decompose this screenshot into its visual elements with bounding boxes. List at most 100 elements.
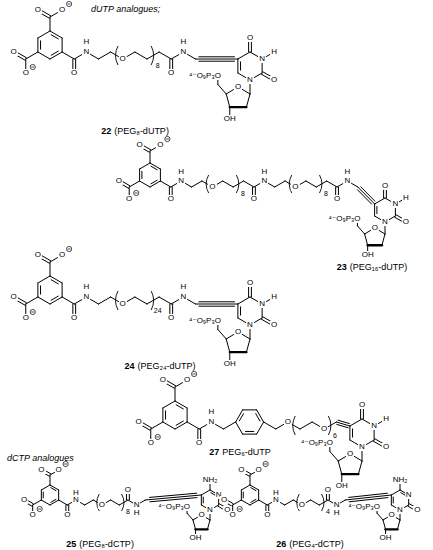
atom-label: H	[382, 415, 390, 423]
compound-number: 24	[124, 361, 134, 371]
atom-label: OH	[189, 534, 203, 542]
charge-symbol	[67, 1, 72, 6]
bond-line	[350, 419, 362, 426]
compound-caption: 23(PEG₁₆-dUTP)	[337, 263, 408, 272]
bond-line	[38, 31, 50, 38]
phosphate-label: ⁴⁻O₉P₃O	[347, 503, 381, 511]
atom-label: O	[255, 466, 263, 474]
atom-label: N	[82, 48, 90, 56]
atom-label: N	[179, 48, 187, 56]
atom-label: O	[70, 69, 78, 77]
atom-label: O	[246, 34, 254, 42]
bond-line	[285, 500, 294, 505]
atom-label: O	[197, 511, 205, 519]
bond-line	[377, 513, 383, 520]
atom-label: O	[234, 83, 242, 91]
atom-label: N	[258, 55, 266, 63]
charge-symbol	[156, 437, 159, 438]
charge-symbol	[155, 434, 160, 439]
atom-label: O	[270, 321, 278, 329]
bond-line	[175, 401, 187, 408]
bond-line	[358, 461, 362, 474]
bond-line	[241, 485, 250, 490]
atom-label: O	[183, 376, 191, 384]
charge-symbol	[193, 374, 196, 375]
compound-name: (PEG₂₄-dUTP)	[137, 361, 195, 371]
atom-label: O	[167, 195, 175, 203]
bond-line	[203, 497, 204, 503]
atom-label: O	[156, 141, 164, 149]
bond-line	[237, 304, 238, 318]
section-heading: dUTP analogues;	[90, 5, 161, 14]
compound-number: 23	[337, 262, 347, 272]
atom-label: O	[333, 195, 341, 203]
atom-label: O	[320, 425, 328, 433]
bond-line	[244, 181, 254, 187]
atom-label: NH₂	[202, 476, 219, 484]
bond-line	[199, 301, 235, 302]
atom-label: N	[392, 200, 400, 208]
bond-line	[58, 490, 59, 500]
bond-line	[187, 513, 193, 520]
bond-line	[250, 485, 259, 490]
bond-line	[243, 434, 257, 435]
bond-line	[135, 297, 147, 304]
bond-line	[175, 387, 176, 401]
atom-label: N	[179, 293, 187, 301]
bond-line	[264, 422, 276, 429]
bond-line	[241, 490, 242, 500]
bond-line	[201, 490, 210, 495]
bond-line	[257, 422, 264, 434]
atom-label: H	[333, 509, 341, 517]
phosphate-label: ⁴⁻O₉P₃O	[328, 215, 362, 223]
phosphate-label: ⁴⁻O₉P₃O	[188, 72, 222, 80]
atom-label: O	[237, 466, 245, 474]
bond-line	[40, 286, 41, 294]
atom-label: H	[179, 38, 187, 46]
repeat-count: 8	[323, 190, 329, 197]
atom-label: O	[371, 224, 379, 232]
bond-line	[358, 190, 372, 204]
bond-line	[38, 52, 50, 59]
bond-line	[383, 520, 386, 529]
bond-line	[230, 351, 247, 353]
bond-line	[365, 234, 368, 245]
bond-line	[352, 429, 353, 437]
bond-line	[238, 52, 250, 59]
bond-line	[150, 498, 197, 502]
bond-line	[41, 485, 50, 490]
bond-line	[192, 181, 202, 187]
atom-label: O	[147, 439, 155, 447]
bond-line	[151, 166, 157, 170]
bond-line	[50, 297, 62, 304]
bond-line	[199, 56, 235, 57]
bond-line	[236, 410, 243, 422]
atom-label: O	[270, 76, 278, 84]
bond-line	[50, 52, 62, 59]
charge-symbol	[238, 509, 241, 510]
compound-name: PEG₆-dUTP	[222, 447, 271, 457]
bond-line	[111, 500, 120, 505]
atom-label: O	[10, 48, 18, 56]
bond-line	[316, 181, 326, 187]
atom-label: OH	[361, 251, 375, 259]
bond-line	[349, 493, 388, 497]
atom-label: NH₂	[392, 476, 409, 484]
bond-line	[160, 181, 170, 187]
charge-symbol	[30, 309, 35, 314]
atom-label: N	[246, 321, 254, 329]
bond-line	[147, 297, 159, 304]
atom-label: OH	[223, 115, 237, 123]
bond-line	[239, 414, 243, 421]
bond-line	[240, 62, 241, 70]
bond-line	[376, 206, 377, 213]
bond-line	[258, 490, 259, 500]
bond-line	[33, 500, 42, 505]
atom-label: H	[272, 489, 280, 497]
bond-line	[37, 38, 38, 52]
bond-line	[176, 405, 183, 409]
atom-label: O	[263, 511, 271, 519]
bond-line	[41, 490, 42, 500]
charge-symbol	[135, 193, 138, 194]
